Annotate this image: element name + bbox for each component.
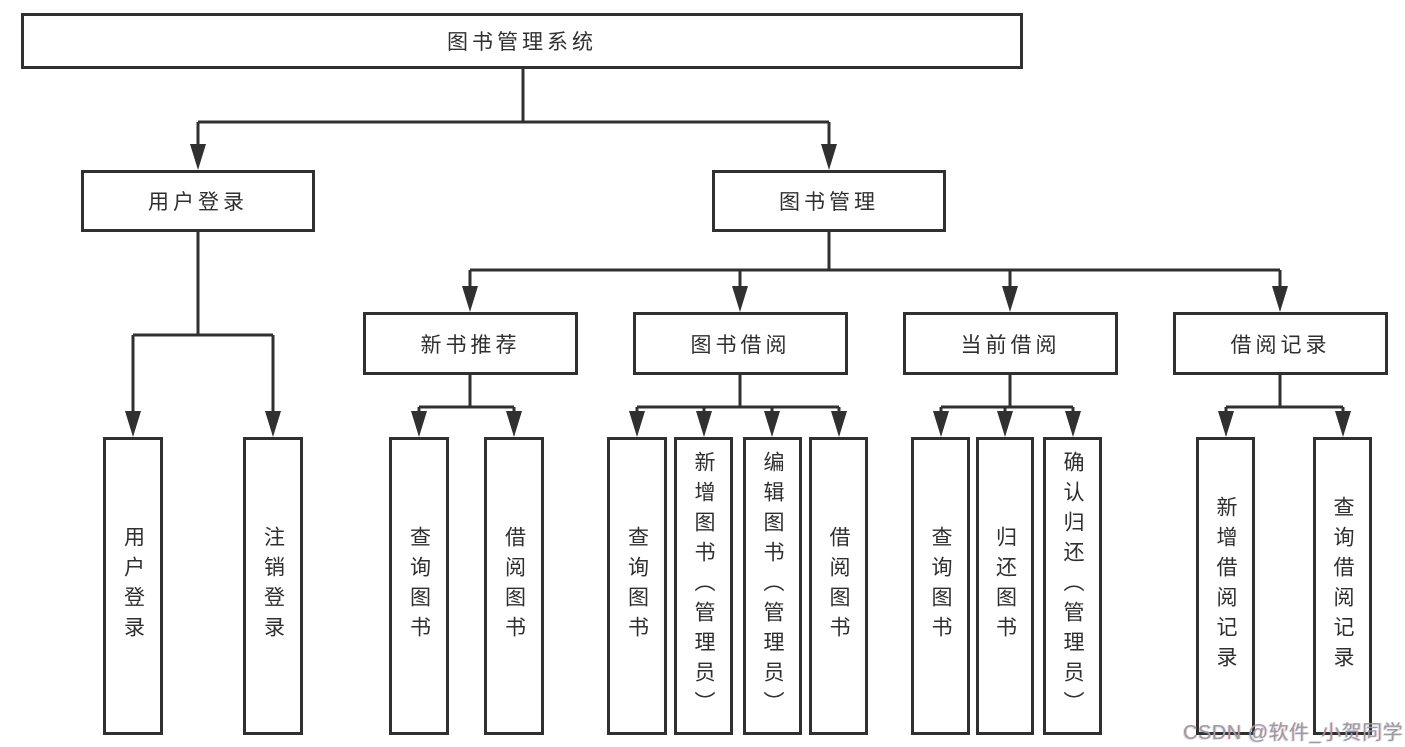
leaf-edit-books-admin: 编辑图书（管理员） — [743, 437, 802, 735]
node-book-borrow: 图书借阅 — [633, 312, 848, 375]
connector-current-borrow-children — [939, 375, 1075, 412]
leaf-query-borrow-record: 查询借阅记录 — [1313, 437, 1372, 735]
node-new-book-recommend: 新书推荐 — [363, 312, 578, 375]
arrowheads — [125, 144, 1351, 437]
leaf-logout-login: 注销登录 — [243, 437, 303, 735]
arrowhead — [265, 411, 281, 437]
connector-book-management-children — [468, 232, 1282, 287]
leaf-return-books: 归还图书 — [976, 437, 1034, 735]
arrowhead — [1218, 411, 1234, 437]
leaf-user-login: 用户登录 — [103, 437, 163, 735]
connector-user-login-children — [131, 232, 275, 412]
arrowhead — [764, 411, 780, 437]
leaf-query-books-2: 查询图书 — [607, 437, 667, 735]
csdn-watermark: CSDN @软件_小贺同学 — [1183, 722, 1404, 744]
node-label: 查询图书 — [929, 526, 952, 646]
node-label: 用户登录 — [148, 191, 248, 214]
arrowhead — [821, 144, 837, 170]
node-user-login: 用户登录 — [81, 170, 315, 232]
node-label: 新书推荐 — [420, 333, 521, 357]
arrowhead — [506, 411, 522, 437]
node-label: 用户登录 — [121, 526, 145, 646]
arrowhead — [190, 144, 206, 170]
node-borrow-records: 借阅记录 — [1173, 312, 1388, 375]
node-label: 确认归还（管理员） — [1061, 451, 1084, 721]
arrowhead — [933, 411, 949, 437]
arrowhead — [125, 411, 141, 437]
node-label: 查询图书 — [407, 526, 431, 646]
node-book-management: 图书管理 — [712, 170, 946, 232]
node-label: 归还图书 — [993, 526, 1017, 646]
node-label: 新增借阅记录 — [1214, 496, 1237, 676]
node-label: 借阅图书 — [827, 526, 850, 646]
arrowhead — [997, 411, 1013, 437]
node-label: 借阅图书 — [502, 526, 526, 646]
node-label: 查询借阅记录 — [1331, 496, 1354, 676]
arrowhead — [1272, 286, 1288, 312]
arrowhead — [696, 411, 712, 437]
arrowhead — [1002, 286, 1018, 312]
leaf-add-borrow-record: 新增借阅记录 — [1196, 437, 1255, 735]
connector-borrow-records-children — [1224, 375, 1345, 412]
connector-new-book-recommend-children — [417, 375, 516, 412]
leaf-borrow-books-1: 借阅图书 — [484, 437, 544, 735]
arrowhead — [1065, 411, 1081, 437]
leaf-query-books-1: 查询图书 — [389, 437, 449, 735]
arrowhead — [411, 411, 427, 437]
arrowhead — [462, 286, 478, 312]
connector-book-borrow-children — [635, 375, 841, 412]
arrowhead — [831, 411, 847, 437]
connector-root-to-level2 — [196, 69, 831, 145]
leaf-add-books-admin: 新增图书（管理员） — [674, 437, 733, 735]
node-label: 编辑图书（管理员） — [761, 451, 784, 721]
node-label: 查询图书 — [625, 526, 649, 646]
leaf-query-books-3: 查询图书 — [911, 437, 970, 735]
leaf-confirm-return-admin: 确认归还（管理员） — [1043, 437, 1102, 735]
arrowhead — [629, 411, 645, 437]
node-library-management-system: 图书管理系统 — [21, 13, 1023, 69]
node-label: 图书借阅 — [690, 333, 791, 357]
node-label: 注销登录 — [261, 526, 285, 646]
connector-lines — [131, 69, 1345, 412]
node-label: 新增图书（管理员） — [692, 451, 715, 721]
leaf-borrow-books-2: 借阅图书 — [809, 437, 868, 735]
arrowhead — [1335, 411, 1351, 437]
arrowhead — [732, 286, 748, 312]
node-current-borrow: 当前借阅 — [903, 312, 1118, 375]
node-label: 借阅记录 — [1230, 333, 1331, 357]
node-label: 当前借阅 — [960, 333, 1061, 357]
node-label: 图书管理系统 — [447, 31, 597, 54]
node-label: 图书管理 — [779, 191, 879, 214]
